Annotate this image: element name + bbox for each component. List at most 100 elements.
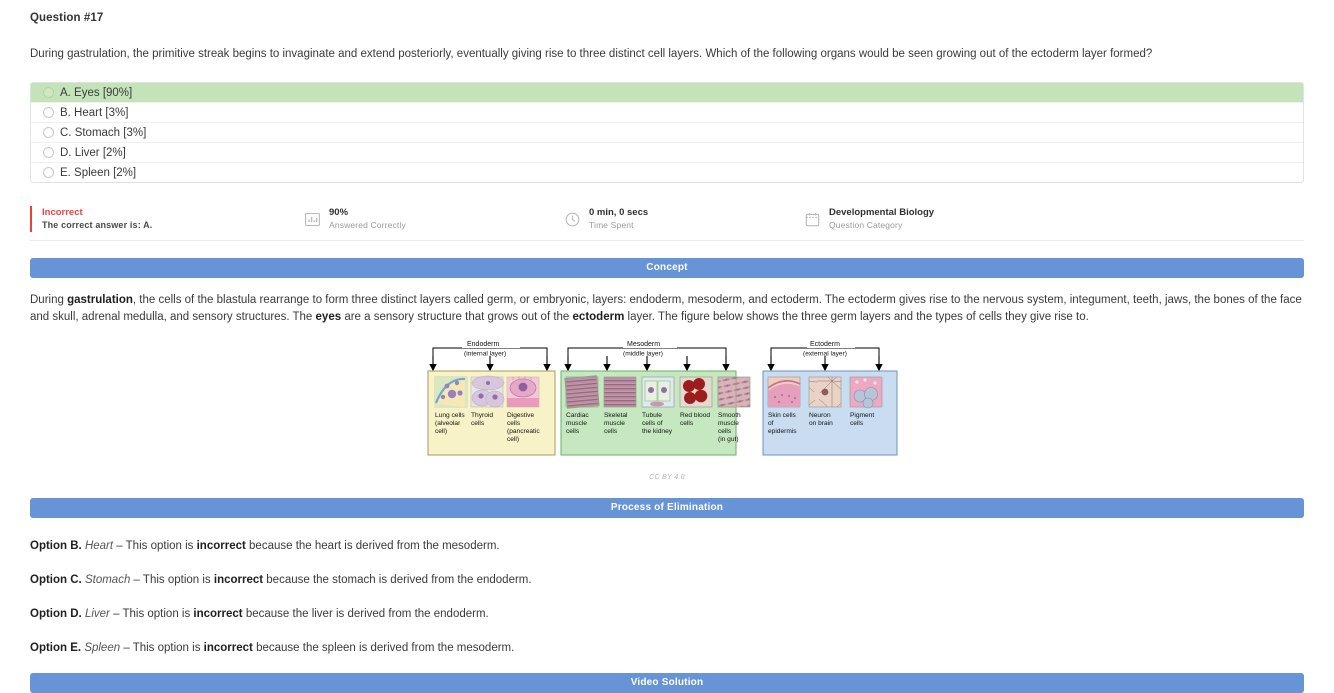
ectoderm-label: Ectoderm bbox=[810, 341, 840, 348]
svg-text:on brain: on brain bbox=[809, 420, 833, 427]
svg-text:cells of: cells of bbox=[642, 420, 663, 427]
answered-correctly-label: Answered Correctly bbox=[329, 220, 406, 230]
stat-question-category: Developmental Biology Question Category bbox=[804, 207, 934, 231]
poe-item-c: Option C. Stomach – This option is incor… bbox=[30, 573, 1304, 588]
svg-text:Lung cells: Lung cells bbox=[435, 412, 465, 419]
poe-mid: – This option is bbox=[109, 608, 194, 620]
svg-text:Endoderm: Endoderm bbox=[467, 341, 499, 348]
poe-mid: – This option is bbox=[113, 540, 197, 552]
correct-answer-text: The correct answer is: A. bbox=[42, 220, 153, 230]
radio-icon[interactable] bbox=[43, 107, 54, 118]
concept-text-part: layer. The figure below shows the three … bbox=[624, 311, 1089, 323]
clock-icon bbox=[564, 211, 581, 228]
poe-organ: Liver bbox=[84, 608, 110, 620]
svg-text:muscle: muscle bbox=[604, 420, 625, 427]
stat-answered-correctly: 90% Answered Correctly bbox=[304, 207, 564, 231]
radio-icon[interactable] bbox=[43, 147, 54, 158]
radio-icon[interactable] bbox=[43, 167, 54, 178]
svg-text:muscle: muscle bbox=[566, 420, 587, 427]
answer-option-label: B. Heart [3%] bbox=[60, 106, 129, 119]
poe-mid: – This option is bbox=[130, 574, 214, 586]
question-review-page: Question #17 During gastrulation, the pr… bbox=[30, 12, 1304, 693]
svg-text:Pigment: Pigment bbox=[850, 412, 874, 419]
poe-tail: because the liver is derived from the en… bbox=[242, 608, 489, 620]
poe-bold: incorrect bbox=[193, 608, 243, 620]
svg-text:cells: cells bbox=[507, 420, 521, 427]
poe-organ: Spleen bbox=[84, 642, 121, 654]
answered-correctly-value: 90% bbox=[329, 207, 349, 218]
svg-text:Thyroid: Thyroid bbox=[471, 412, 493, 419]
answer-option-e[interactable]: E. Spleen [2%] bbox=[31, 163, 1303, 182]
svg-text:epidermis: epidermis bbox=[768, 428, 797, 435]
question-stem: During gastrulation, the primitive strea… bbox=[30, 48, 1153, 60]
svg-text:cells: cells bbox=[680, 420, 694, 427]
svg-text:(alveolar: (alveolar bbox=[435, 420, 461, 427]
poe-bold: incorrect bbox=[213, 574, 264, 586]
poe-label: Option B. bbox=[30, 540, 82, 552]
radio-icon[interactable] bbox=[43, 87, 54, 98]
poe-tail: because the spleen is derived from the m… bbox=[252, 642, 515, 654]
svg-text:Tubule: Tubule bbox=[642, 412, 662, 419]
concept-text-part: During bbox=[30, 294, 68, 306]
answer-option-c[interactable]: C. Stomach [3%] bbox=[31, 123, 1303, 143]
svg-text:muscle: muscle bbox=[718, 420, 739, 427]
poe-tail: because the heart is derived from the me… bbox=[245, 540, 500, 552]
answer-choices-list: A. Eyes [90%] B. Heart [3%] C. Stomach [… bbox=[30, 82, 1304, 183]
poe-organ: Heart bbox=[84, 540, 114, 552]
poe-label: Option E. bbox=[30, 642, 82, 654]
poe-label: Option D. bbox=[30, 608, 82, 620]
svg-text:Cardiac: Cardiac bbox=[566, 412, 589, 419]
poe-bold: incorrect bbox=[203, 642, 253, 654]
question-stats-bar: Incorrect The correct answer is: A. 90% … bbox=[30, 202, 1304, 241]
concept-term-ectoderm: ectoderm bbox=[572, 311, 625, 323]
endoderm-sublabel: (internal layer) bbox=[464, 351, 506, 358]
svg-text:the kidney: the kidney bbox=[642, 428, 673, 435]
answer-option-b[interactable]: B. Heart [3%] bbox=[31, 103, 1303, 123]
svg-text:of: of bbox=[768, 420, 774, 427]
time-spent-value: 0 min, 0 secs bbox=[589, 207, 649, 218]
poe-mid: – This option is bbox=[120, 642, 204, 654]
poe-bold: incorrect bbox=[196, 540, 246, 552]
poe-tail: because the stomach is derived from the … bbox=[263, 574, 532, 586]
section-banner-concept[interactable]: Concept bbox=[30, 258, 1304, 278]
section-banner-process-of-elimination[interactable]: Process of Elimination bbox=[30, 498, 1304, 518]
radio-icon[interactable] bbox=[43, 127, 54, 138]
svg-text:cell): cell) bbox=[435, 428, 447, 435]
svg-text:Neuron: Neuron bbox=[809, 412, 831, 419]
svg-text:(in gut): (in gut) bbox=[718, 436, 739, 443]
svg-text:Skin cells: Skin cells bbox=[768, 412, 797, 419]
section-banner-video-solution[interactable]: Video Solution bbox=[30, 673, 1304, 693]
concept-term-gastrulation: gastrulation bbox=[67, 294, 133, 306]
poe-organ: Stomach bbox=[84, 574, 131, 586]
svg-text:cells: cells bbox=[604, 428, 618, 435]
incorrect-accent-bar bbox=[30, 206, 32, 232]
poe-label: Option C. bbox=[30, 574, 82, 586]
result-status: Incorrect bbox=[42, 207, 83, 218]
answer-option-label: C. Stomach [3%] bbox=[60, 126, 147, 139]
svg-text:(pancreatic: (pancreatic bbox=[507, 428, 540, 435]
poe-item-b: Option B. Heart – This option is incorre… bbox=[30, 539, 1304, 554]
answer-option-a[interactable]: A. Eyes [90%] bbox=[31, 83, 1303, 103]
ectoderm-sublabel: (external layer) bbox=[803, 351, 847, 358]
svg-text:cells: cells bbox=[718, 428, 732, 435]
svg-text:Skeletal: Skeletal bbox=[604, 412, 628, 419]
svg-text:cell): cell) bbox=[507, 436, 519, 443]
poe-item-e: Option E. Spleen – This option is incorr… bbox=[30, 641, 1304, 656]
svg-text:Digestive: Digestive bbox=[507, 412, 534, 419]
concept-text-part: are a sensory structure that grows out o… bbox=[341, 311, 573, 323]
answer-option-label: D. Liver [2%] bbox=[60, 146, 126, 159]
answer-option-d[interactable]: D. Liver [2%] bbox=[31, 143, 1303, 163]
answer-option-label: A. Eyes [90%] bbox=[60, 86, 133, 99]
question-category-value: Developmental Biology bbox=[829, 207, 935, 218]
answer-option-label: E. Spleen [2%] bbox=[60, 166, 137, 179]
svg-text:cells: cells bbox=[471, 420, 485, 427]
poe-item-d: Option D. Liver – This option is incorre… bbox=[30, 607, 1304, 622]
stat-result: Incorrect The correct answer is: A. bbox=[30, 206, 304, 232]
svg-text:cells: cells bbox=[850, 420, 864, 427]
svg-text:Red blood: Red blood bbox=[680, 412, 710, 419]
